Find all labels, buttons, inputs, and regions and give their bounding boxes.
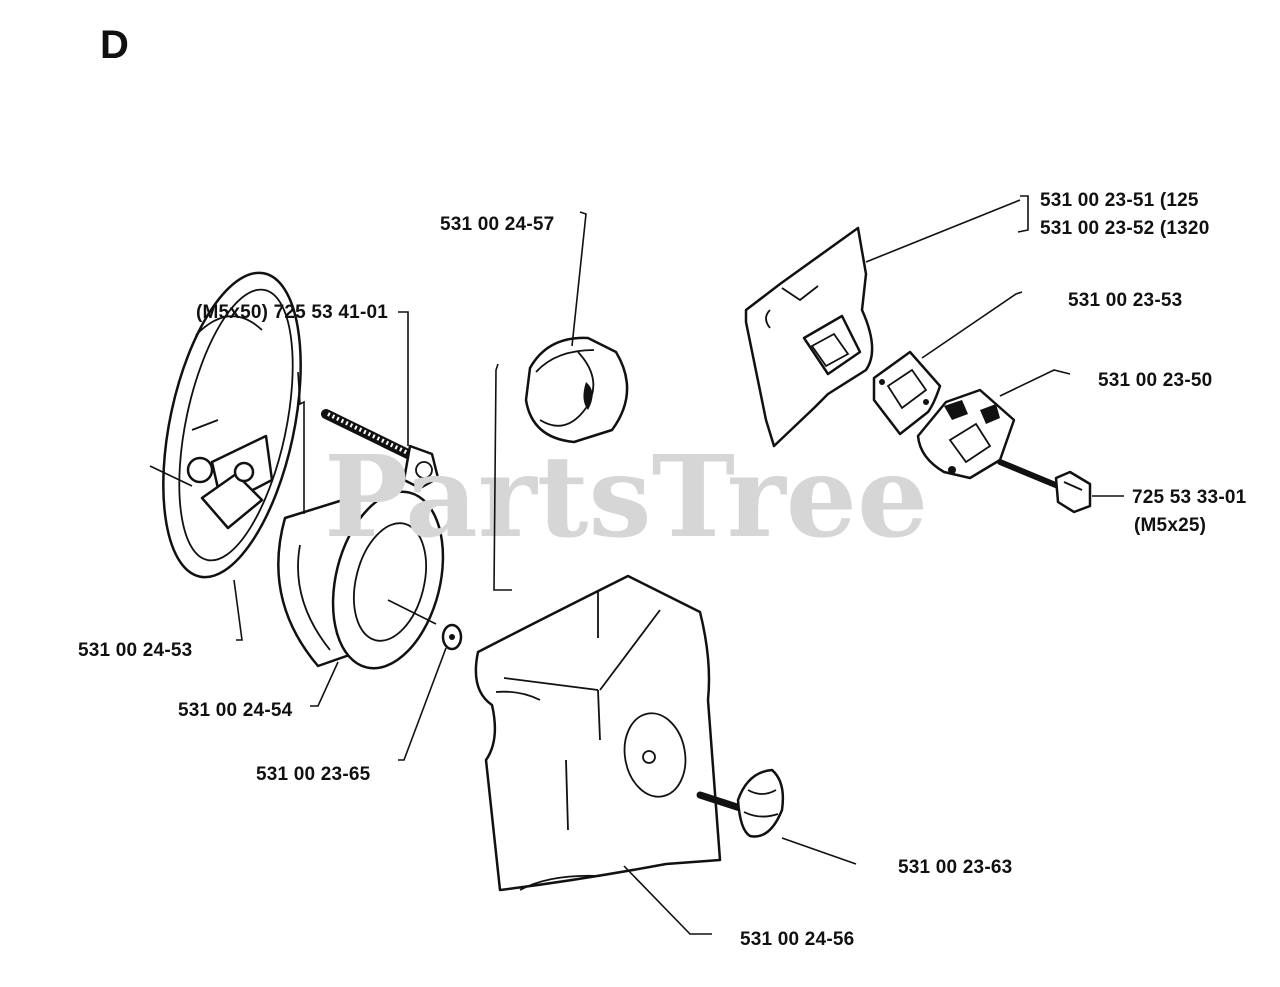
leader-ring-bracket xyxy=(493,363,512,591)
bracket-2351-2352 xyxy=(1017,195,1029,233)
filter-ring-part[interactable] xyxy=(524,336,629,444)
screw-m5x50-part[interactable] xyxy=(321,409,440,490)
label-m5x25: (M5x25) xyxy=(1134,515,1206,536)
cover-plate-part[interactable] xyxy=(744,226,874,448)
leader-filter-center xyxy=(387,599,437,625)
screw-m5x25-part[interactable] xyxy=(997,459,1092,514)
label-531-00-24-54: 531 00 24-54 xyxy=(178,700,293,721)
filter-holder-part[interactable] xyxy=(139,260,325,589)
label-531-00-23-52: 531 00 23-52 (1320 xyxy=(1040,218,1209,239)
label-531-00-23-50: 531 00 23-50 xyxy=(1098,370,1212,391)
leader-2457 xyxy=(571,211,587,347)
leader-725534101 xyxy=(398,311,409,446)
leader-2456 xyxy=(623,865,712,935)
air-filter-part[interactable] xyxy=(277,480,460,680)
label-531-00-23-53: 531 00 23-53 xyxy=(1068,290,1182,311)
leader-holder-screw xyxy=(297,371,305,514)
label-531-00-23-63: 531 00 23-63 xyxy=(898,857,1012,878)
section-letter: D xyxy=(100,23,129,67)
leader-2363 xyxy=(781,837,857,865)
knob-screw-part[interactable] xyxy=(696,768,785,838)
label-531-00-23-65: 531 00 23-65 xyxy=(256,764,371,785)
gasket-part[interactable] xyxy=(872,350,942,436)
nut-part[interactable] xyxy=(441,623,463,651)
leader-2365 xyxy=(398,647,447,761)
filter-cover-part[interactable] xyxy=(474,574,722,892)
leader-2453 xyxy=(233,579,243,641)
label-725-53-33-01: 725 53 33-01 xyxy=(1132,487,1247,508)
label-531-00-24-53: 531 00 24-53 xyxy=(78,640,192,661)
leader-2351 xyxy=(865,199,1021,263)
leader-holder-left xyxy=(149,465,193,487)
watermark: PartsTree xyxy=(324,432,928,563)
label-531-00-24-56: 531 00 24-56 xyxy=(740,929,854,950)
leader-2350 xyxy=(999,369,1071,397)
label-531-00-24-57: 531 00 24-57 xyxy=(440,214,554,235)
leader-2353 xyxy=(921,291,1023,359)
leader-2454 xyxy=(310,661,339,707)
adapter-part[interactable] xyxy=(916,388,1016,480)
label-725-53-41-01: (M5x50) 725 53 41-01 xyxy=(196,302,388,323)
label-531-00-23-51: 531 00 23-51 (125 xyxy=(1040,190,1199,211)
